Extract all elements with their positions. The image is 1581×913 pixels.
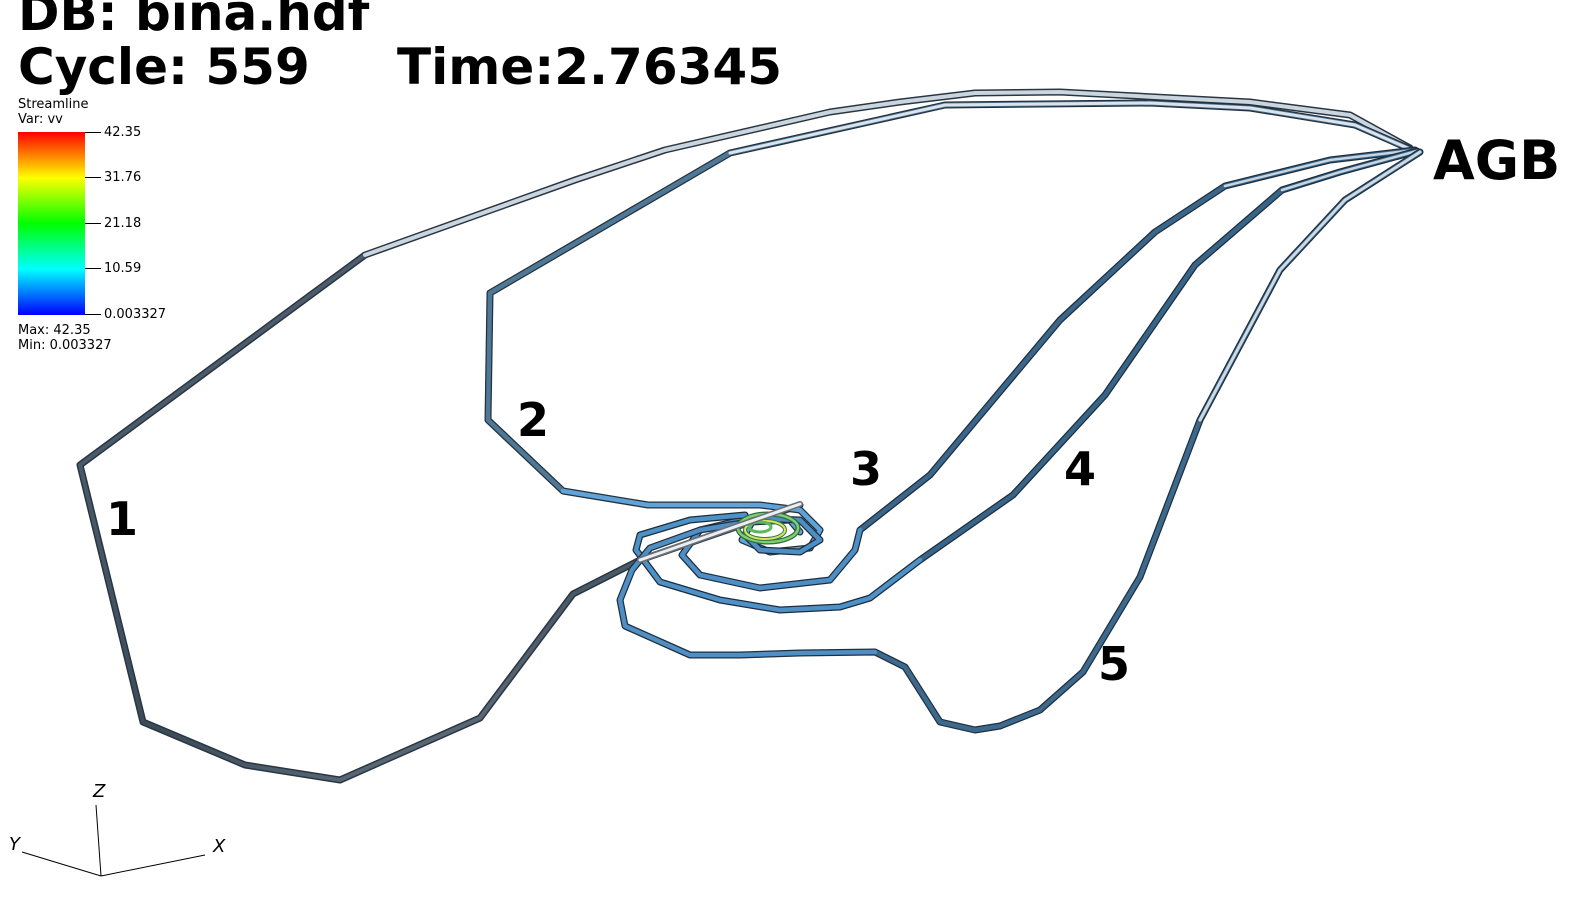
axis-label-x: X: [213, 836, 226, 857]
axis-label-z: Z: [93, 781, 106, 802]
streamline-4: [632, 147, 1421, 614]
axis-label-y: Y: [9, 834, 20, 855]
legend-min: Min: 0.003327: [18, 338, 112, 353]
streamline-label-4: 4: [1064, 442, 1097, 496]
streamline-label-2: 2: [517, 393, 550, 447]
agb-label: AGB: [1433, 129, 1561, 192]
axis-triad: [21, 804, 206, 877]
legend-tick-label: 42.35: [104, 125, 142, 140]
legend-max: Max: 42.35: [18, 323, 91, 338]
legend-tick: [85, 132, 101, 133]
legend-tick-label: 0.003327: [104, 307, 167, 322]
streamline-5: [616, 148, 1424, 734]
time-text: Time:2.76345: [397, 38, 782, 96]
legend-color-bar: [18, 132, 85, 315]
vortex-core: [637, 501, 803, 563]
streamline-1: [76, 88, 1414, 784]
streamline-label-1: 1: [106, 492, 139, 546]
legend-tick-label: 10.59: [104, 261, 142, 276]
streamline-label-5: 5: [1098, 637, 1131, 691]
legend-tick: [85, 177, 101, 178]
streamline-label-3: 3: [850, 442, 883, 496]
legend-tick: [85, 314, 101, 315]
legend-tick: [85, 268, 101, 269]
legend-plot-type: Streamline: [18, 97, 89, 112]
streamline-2: [484, 99, 1416, 556]
streamline-3: [678, 146, 1419, 592]
legend-variable: Var: vv: [18, 112, 63, 127]
legend-tick-label: 31.76: [104, 170, 142, 185]
legend-tick-label: 21.18: [104, 216, 142, 231]
legend-tick: [85, 223, 101, 224]
database-title: DB: bina.hdf: [18, 0, 370, 42]
cycle-text: Cycle: 559: [18, 38, 310, 96]
